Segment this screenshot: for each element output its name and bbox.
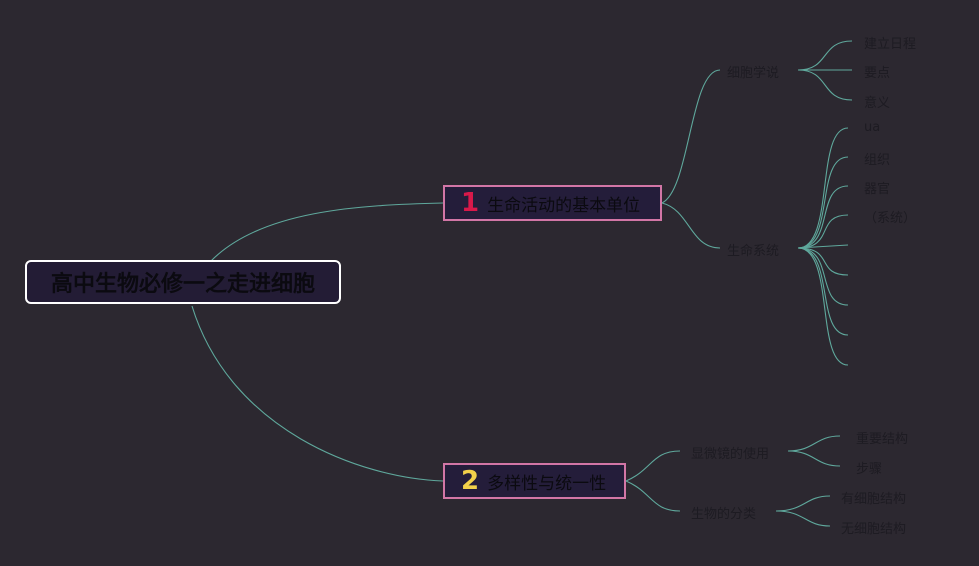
branch-label-2: 多样性与统一性: [487, 473, 607, 494]
link-root-branch-1: [209, 202, 444, 263]
link-life-system-leaf-4: [797, 214, 849, 249]
leaf-life-system-3[interactable]: 器官: [864, 182, 891, 197]
leaf-life-system-1[interactable]: ua: [864, 120, 881, 135]
branch-label-1: 生命活动的基本单位: [487, 195, 641, 216]
link-life-system-leaf-5: [797, 244, 849, 249]
branch-number-1: 1: [461, 188, 480, 218]
link-branch-1-life-system: [661, 202, 721, 249]
leaf-cell-theory-3[interactable]: 意义: [864, 96, 891, 111]
leaf-cell-theory-1[interactable]: 建立日程: [864, 37, 917, 52]
link-life-system-leaf-2: [797, 156, 849, 249]
link-life-system-leaf-3: [797, 185, 849, 249]
link-microscope-leaf-1: [787, 435, 841, 452]
link-branch-2-microscope: [625, 450, 681, 482]
leaf-cell-theory-2[interactable]: 要点: [864, 66, 891, 81]
link-life-system-leaf-7: [797, 247, 849, 306]
subtopic-microscope[interactable]: 显微镜的使用: [691, 447, 770, 462]
subtopic-cell-theory[interactable]: 细胞学说: [727, 66, 780, 81]
link-cell-theory-leaf-3: [797, 69, 853, 101]
link-classification-leaf-2: [775, 510, 831, 527]
leaf-life-system-4[interactable]: （系统）: [864, 211, 917, 226]
link-life-system-leaf-6: [797, 247, 849, 276]
subtopic-classification[interactable]: 生物的分类: [691, 507, 757, 522]
leaf-classification-1[interactable]: 有细胞结构: [841, 492, 907, 507]
link-microscope-leaf-2: [787, 450, 841, 467]
leaf-microscope-1[interactable]: 重要结构: [856, 432, 909, 447]
branch-node-1[interactable]: 1 生命活动的基本单位: [443, 185, 662, 221]
link-life-system-leaf-1: [797, 127, 849, 249]
link-life-system-leaf-8: [797, 247, 849, 336]
leaf-classification-2[interactable]: 无细胞结构: [841, 522, 907, 537]
leaf-life-system-2[interactable]: 组织: [864, 153, 891, 168]
link-branch-2-classification: [625, 480, 681, 512]
root-label: 高中生物必修一之走进细胞: [50, 272, 315, 297]
link-cell-theory-leaf-1: [797, 40, 853, 71]
connector-lines: [191, 40, 853, 527]
branch-number-2: 2: [461, 466, 480, 496]
link-life-system-leaf-9: [797, 247, 849, 366]
branch-node-2[interactable]: 2 多样性与统一性: [443, 463, 626, 499]
leaf-microscope-2[interactable]: 步骤: [856, 462, 883, 477]
link-classification-leaf-1: [775, 495, 831, 512]
link-branch-1-cell-theory: [661, 69, 721, 204]
subtopic-life-system[interactable]: 生命系统: [727, 244, 780, 259]
root-node[interactable]: 高中生物必修一之走进细胞: [25, 260, 341, 304]
link-root-branch-2: [191, 305, 444, 482]
